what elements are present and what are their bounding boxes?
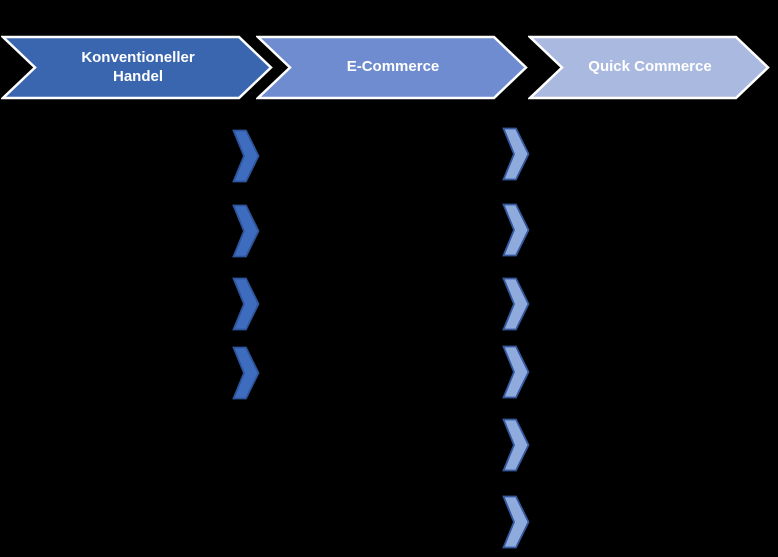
chevron-shape: [232, 277, 260, 331]
chevron-right-bullet-icon: [232, 129, 260, 183]
chevron-banner-quick-commerce: [528, 35, 770, 100]
chevron-shape: [502, 127, 530, 181]
chevron-shape: [232, 129, 260, 183]
chevron-shape: [502, 277, 530, 331]
chevron-banner-konventioneller-handel: [1, 35, 273, 100]
ecommerce-column-bullets: [232, 0, 260, 557]
chevron-right-bullet-icon: [502, 127, 530, 181]
chevron-right-bullet-icon: [232, 204, 260, 258]
chevron-shape: [502, 418, 530, 472]
chevron-shape: [528, 35, 770, 100]
chevron-right-bullet-icon: [502, 495, 530, 549]
chevron-shape: [232, 346, 260, 400]
quick-commerce-column-bullets: [502, 0, 530, 557]
chevron-right-bullet-icon: [502, 203, 530, 257]
chevron-shape: [256, 35, 528, 100]
chevron-shape: [1, 35, 273, 100]
chevron-banner-ecommerce: [256, 35, 528, 100]
chevron-right-bullet-icon: [232, 277, 260, 331]
chevron-right-bullet-icon: [502, 418, 530, 472]
chevron-shape: [502, 203, 530, 257]
chevron-shape: [502, 345, 530, 399]
chevron-shape: [502, 495, 530, 549]
chevron-right-bullet-icon: [502, 345, 530, 399]
chevron-right-bullet-icon: [232, 346, 260, 400]
chevron-right-bullet-icon: [502, 277, 530, 331]
chevron-shape: [232, 204, 260, 258]
